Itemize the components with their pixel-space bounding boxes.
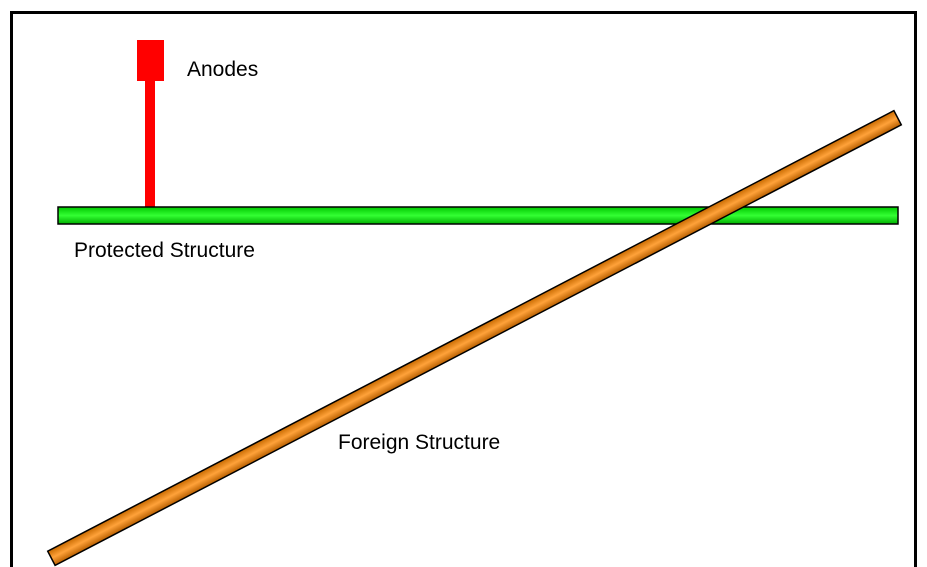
anodes-label: Anodes (187, 58, 258, 81)
protected-structure-label: Protected Structure (74, 239, 255, 262)
anode (137, 40, 164, 208)
diagram-frame (10, 11, 917, 567)
foreign-structure-label: Foreign Structure (338, 431, 500, 454)
foreign-structure-pipe (46, 109, 903, 567)
anode-lead-wire (145, 80, 155, 208)
anode-block (137, 40, 164, 81)
protected-structure-pipe (57, 206, 899, 225)
